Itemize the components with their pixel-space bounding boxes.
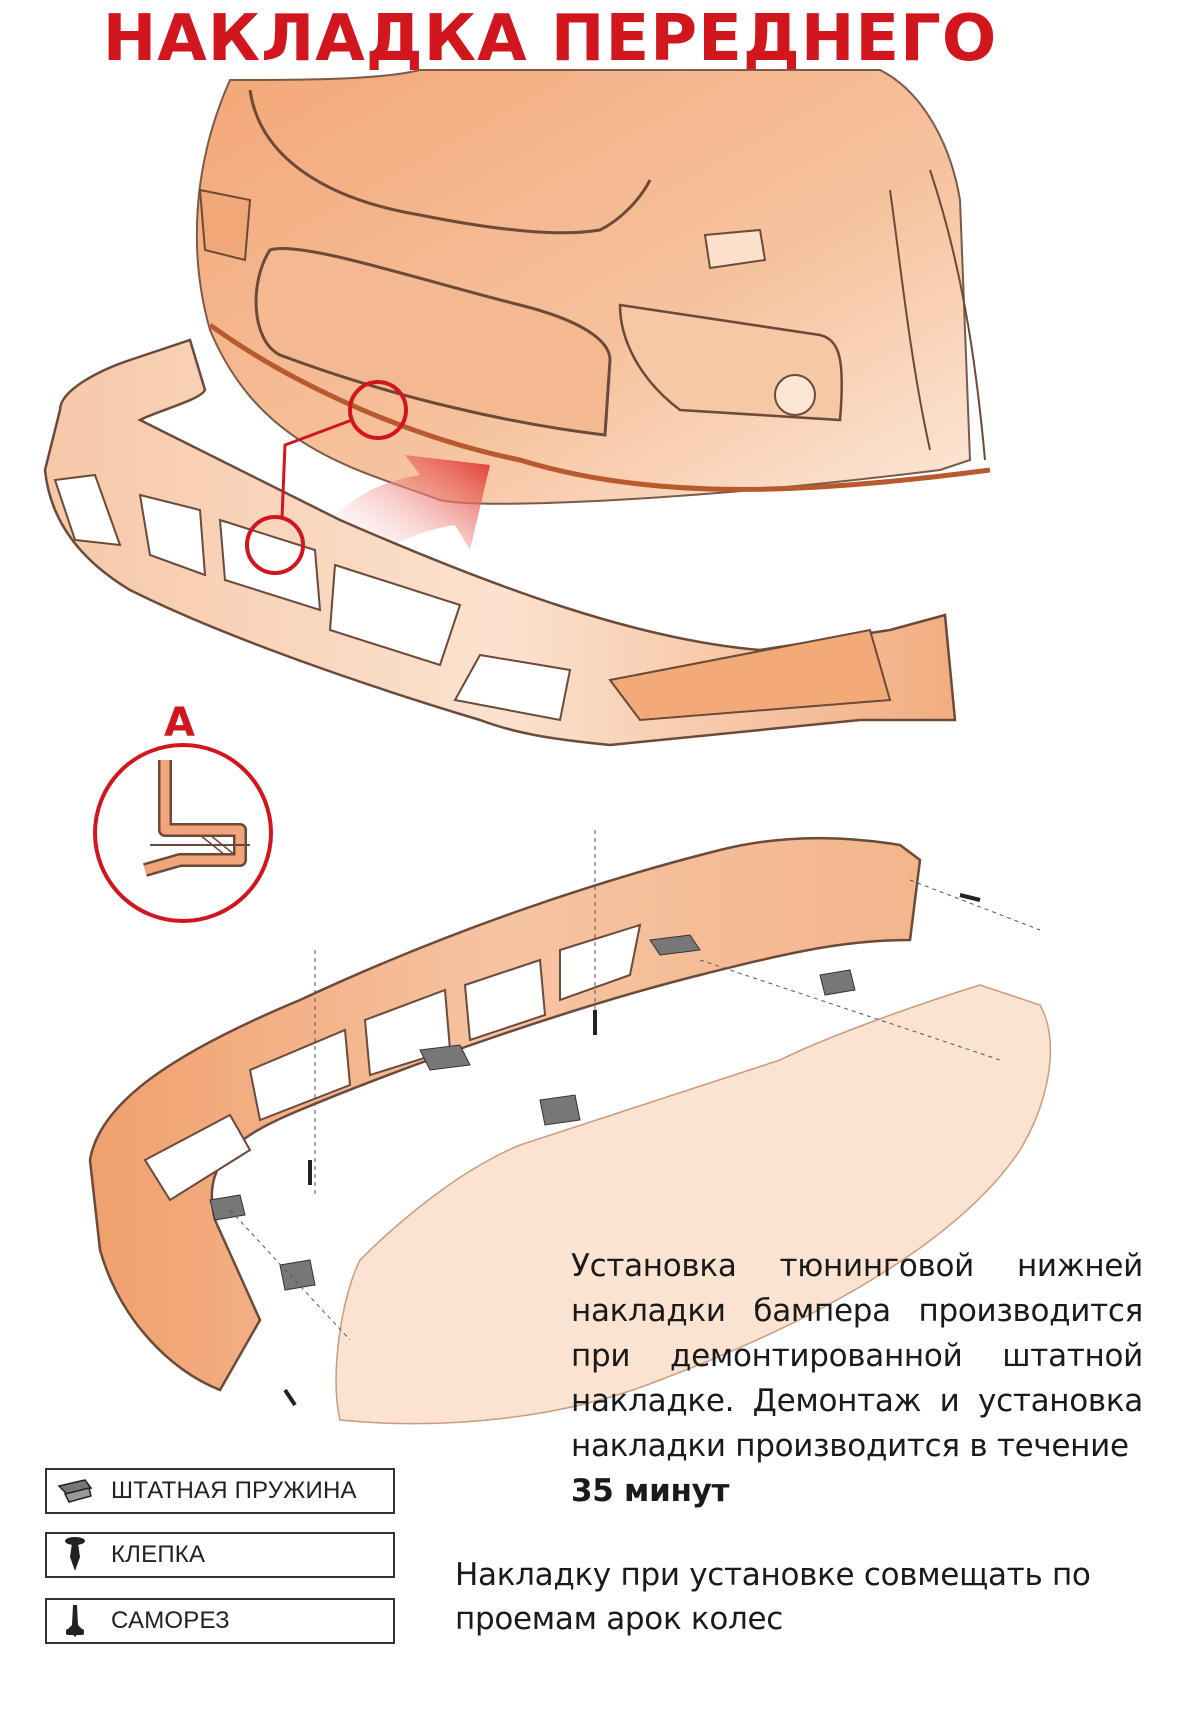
rivet-icon <box>47 1534 103 1576</box>
description-text: Установка тюнинговой нижней накладки бам… <box>571 1248 1143 1464</box>
installation-time: 35 минут <box>571 1473 730 1509</box>
installation-description: Установка тюнинговой нижней накладки бам… <box>571 1244 1143 1514</box>
detail-circle-car <box>348 380 408 440</box>
legend-item-rivet: КЛЕПКА <box>45 1532 395 1578</box>
detail-circle-lip <box>245 515 305 575</box>
legend-item-screw: САМОРЕЗ <box>45 1598 395 1644</box>
spring-clip-icon <box>47 1470 103 1512</box>
legend-item-spring-clip: ШТАТНАЯ ПРУЖИНА <box>45 1468 395 1514</box>
detail-connector <box>280 418 353 519</box>
alignment-note: Накладку при установке совмещать по прое… <box>455 1557 1091 1637</box>
screw-icon <box>47 1600 103 1642</box>
lower-exploded-view <box>88 830 1052 1425</box>
detail-a-label: А <box>164 700 195 746</box>
legend-label-screw: САМОРЕЗ <box>111 1607 230 1634</box>
detail-a-view <box>93 743 273 923</box>
legend-label-spring-clip: ШТАТНАЯ ПРУЖИНА <box>111 1477 357 1504</box>
front-bumper-drawing <box>195 69 991 505</box>
legend-label-rivet: КЛЕПКА <box>111 1541 206 1568</box>
tuning-lip-top <box>43 338 957 747</box>
